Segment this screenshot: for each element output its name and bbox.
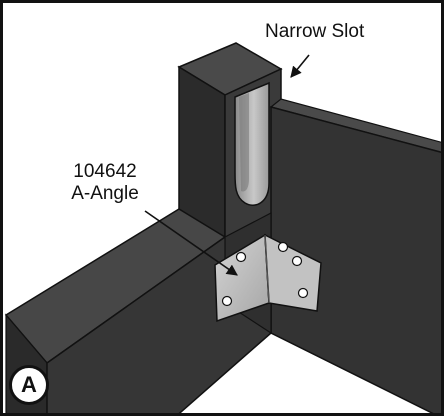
narrow-slot-leader-arrow — [290, 54, 310, 78]
step-badge: A — [9, 365, 49, 405]
a-angle-callout: 104642 A-Angle — [45, 161, 165, 205]
a-angle-leader-arrow — [144, 210, 238, 276]
bracket-hole-icon — [291, 255, 303, 267]
bracket-hole-icon — [235, 251, 247, 263]
part-name-label: A-Angle — [71, 183, 139, 204]
bracket-hole-icon — [297, 287, 309, 299]
part-number-label: 104642 — [73, 161, 137, 182]
narrow-slot-label: Narrow Slot — [265, 21, 365, 42]
bracket-hole-icon — [221, 295, 233, 307]
bracket-hole-icon — [277, 241, 289, 253]
a-angle-bracket — [214, 233, 322, 323]
assembly-illustration — [4, 42, 441, 413]
narrow-slot — [234, 81, 270, 206]
